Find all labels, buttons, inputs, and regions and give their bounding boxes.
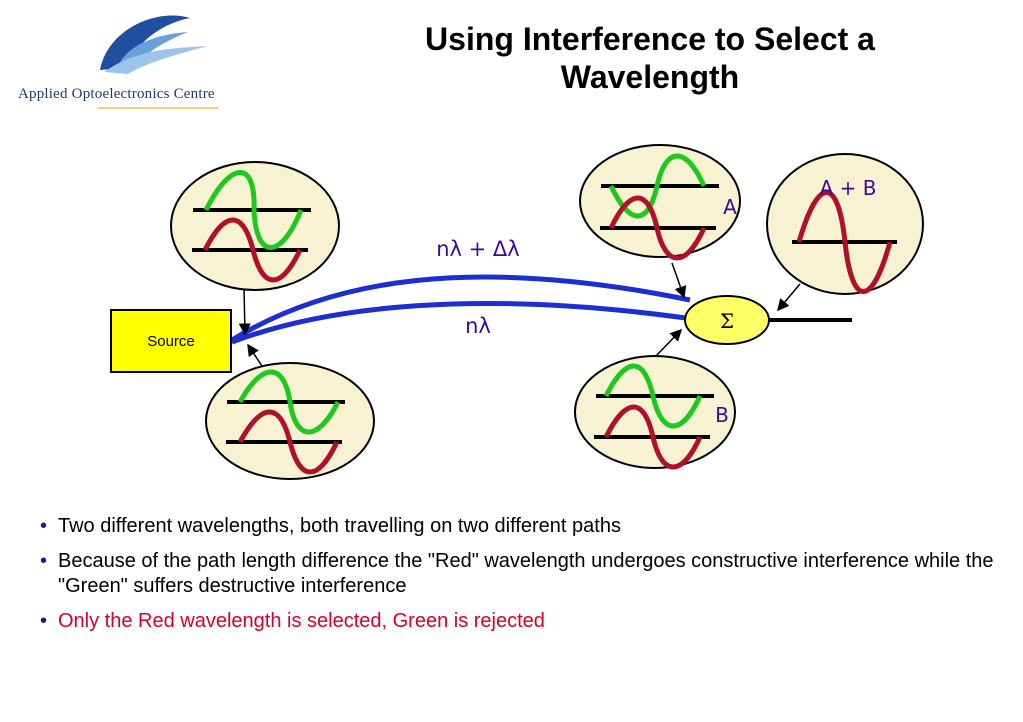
bubble-a: A <box>579 144 741 261</box>
logo-text: Applied Optoelectronics Centre <box>18 86 215 102</box>
bullet-dot-icon: • <box>40 550 48 572</box>
bubble-source-top <box>170 161 340 291</box>
path-bottom-label: nλ <box>465 314 491 338</box>
logo: Applied Optoelectronics Centre <box>8 8 298 109</box>
label-sum: A + B <box>820 176 877 200</box>
bubble-b: B <box>574 355 736 470</box>
bullet-item: • Two different wavelengths, both travel… <box>40 514 1000 539</box>
bullet-text: Because of the path length difference th… <box>58 550 994 597</box>
bullet-dot-icon: • <box>40 515 48 537</box>
source-box <box>110 309 232 373</box>
bullet-text: Only the Red wavelength is selected, Gre… <box>58 610 545 632</box>
source-label: Source <box>147 333 195 350</box>
path-bottom <box>231 301 687 345</box>
bullet-list: • Two different wavelengths, both travel… <box>40 514 1000 644</box>
bubble-source-bottom <box>205 362 375 480</box>
page-title: Using Interference to Select a Wavelengt… <box>425 21 875 95</box>
interference-diagram: Source Σ nλ + Δλ nλ A <box>110 144 924 480</box>
bullet-dot-icon: • <box>40 610 48 632</box>
path-top-label: nλ + Δλ <box>436 237 519 261</box>
bullet-item: • Because of the path length difference … <box>40 549 1000 599</box>
sum-junction <box>684 295 770 345</box>
sum-label: Σ <box>720 309 734 333</box>
logo-underline <box>98 107 218 109</box>
label-a: A <box>723 195 737 219</box>
path-top <box>230 274 691 343</box>
bubble-sum: A + B <box>766 153 924 295</box>
label-b: B <box>715 403 729 427</box>
bullet-text: Two different wavelengths, both travelli… <box>58 515 621 537</box>
bullet-item-highlight: • Only the Red wavelength is selected, G… <box>40 609 1000 634</box>
logo-graphic-icon <box>100 15 208 74</box>
